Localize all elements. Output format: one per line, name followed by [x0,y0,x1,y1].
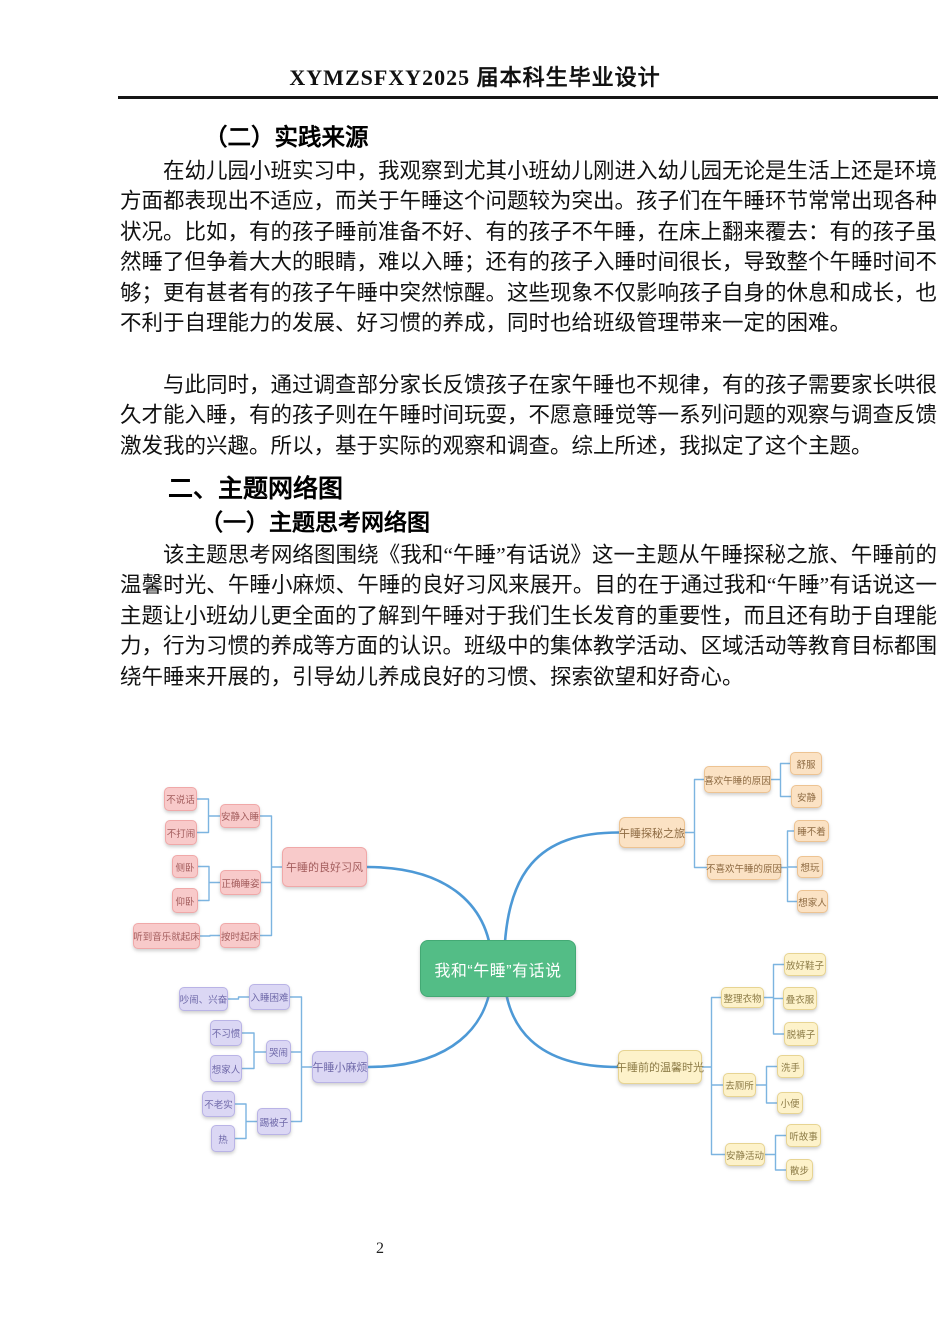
mindmap-node-sanbu: 散步 [786,1159,813,1181]
mindmap-connector [197,865,221,902]
paragraph-practice-survey: 与此同时，通过调查部分家长反馈孩子在家午睡也不规律，有的孩子需要家长哄很久才能入… [120,373,938,458]
page-number: 2 [376,1240,384,1257]
mindmap-node-zhengli-yiwu: 整理衣物 [721,987,764,1008]
mindmap-node-anjing-b: 安静 [791,785,822,808]
mindmap-node-qucesuo: 去厕所 [723,1073,756,1097]
paragraph-practice-observation: 在幼儿园小班实习中，我观察到尤其小班幼儿刚进入幼儿园无论是生活上还是环境方面都表… [120,159,938,336]
mindmap-node-buxiguan: 不习惯 [210,1020,242,1046]
mindmap-connector [763,963,785,1035]
mindmap-node-shuibuzhao: 睡不着 [794,820,829,842]
mindmap-connector [241,1032,267,1070]
mindmap-node-yellow-main: 午睡前的温馨时光 [616,1050,704,1084]
mindmap-connector [234,1103,258,1140]
mindmap-node-center: 我和“午睡”有话说 [420,940,576,997]
header-rule [118,96,938,99]
mindmap-node-xiaobian: 小便 [777,1092,803,1114]
mindmap-connector [764,1134,787,1171]
mindmap-node-fanghao-xiezi: 放好鞋子 [784,953,826,976]
mindmap-node-yangwo: 仰卧 [172,888,198,913]
mindmap-connector [755,1065,778,1104]
page-header: XYMZSFXY2025 届本科生毕业设计 [289,65,661,90]
mindmap-node-pink-main: 午睡的良好习风 [282,847,367,887]
mindmap-node-zhengque-shuizi: 正确睡姿 [220,870,261,895]
mindmap-node-shufu: 舒服 [790,752,822,775]
mindmap-node-bulaoshi: 不老实 [202,1091,235,1117]
mindmap-node-budanao: 不打闹 [165,820,197,845]
mindmap-connector [780,830,798,903]
heading-practice-source: （二）实践来源 [204,124,369,150]
mindmap-connector [227,996,250,1000]
mindmap-node-buxihuan-yuanyin: 不喜欢午睡的原因 [706,855,782,880]
mindmap-node-cewo: 侧卧 [172,855,198,878]
heading-theme-network: 二、主题网络图 [168,475,344,503]
paragraph-network-description: 该主题思考网络图围绕《我和“午睡”有话说》这一主题从午睡探秘之旅、午睡前的温馨时… [120,543,938,689]
mindmap-node-dieyifu: 叠衣服 [783,987,817,1010]
mindmap-node-xiangwan: 想玩 [797,856,823,878]
mindmap-node-ting-yinyue: 听到音乐就起床 [133,923,200,949]
mindmap-node-tinggushi: 听故事 [786,1124,821,1147]
mindmap-node-chaonao: 吵闹、兴奋 [179,987,228,1011]
mindmap-connector [196,798,221,834]
mindmap-node-rushui-kunnan: 入睡困难 [249,984,290,1010]
mindmap-connector [259,815,283,937]
mindmap-node-xiangjiaren-b: 想家人 [797,890,828,913]
mindmap-node-anjing-rushui: 安静入睡 [220,804,260,828]
mindmap-node-xiangjiaren-a: 想家人 [210,1055,242,1082]
mindmap-node-re: 热 [211,1125,235,1152]
mindmap-node-purple-main: 午睡小麻烦 [312,1051,368,1083]
mindmap-connector [684,778,708,869]
mindmap-connector [770,762,792,798]
mindmap-node-kunao: 哭闹 [266,1040,291,1064]
mindmap-diagram: 我和“午睡”有话说 午睡的良好习风安静入睡正确睡姿按时起床 不说话不打闹侧卧仰卧听到… [0,735,950,1200]
mindmap-node-anjing-huodong: 安静活动 [725,1143,765,1166]
mindmap-node-tibeizi: 踢被子 [257,1108,291,1135]
mindmap-node-xihuan-yuanyin: 喜欢午睡的原因 [704,766,771,793]
heading-theme-thinking-network: （一）主题思考网络图 [200,509,430,535]
mindmap-connector [502,831,621,970]
mindmap-node-xishou: 洗手 [777,1055,804,1078]
mindmap-node-tuokuzi: 脱裤子 [784,1022,818,1046]
mindmap-connector [289,996,313,1123]
mindmap-node-tan-main: 午睡探秘之旅 [619,817,685,848]
mindmap-node-bushuohua: 不说话 [164,787,197,811]
mindmap-node-anshi-qichuang: 按时起床 [220,923,260,948]
mindmap-connector [701,996,726,1156]
mindmap-connector [199,934,221,937]
